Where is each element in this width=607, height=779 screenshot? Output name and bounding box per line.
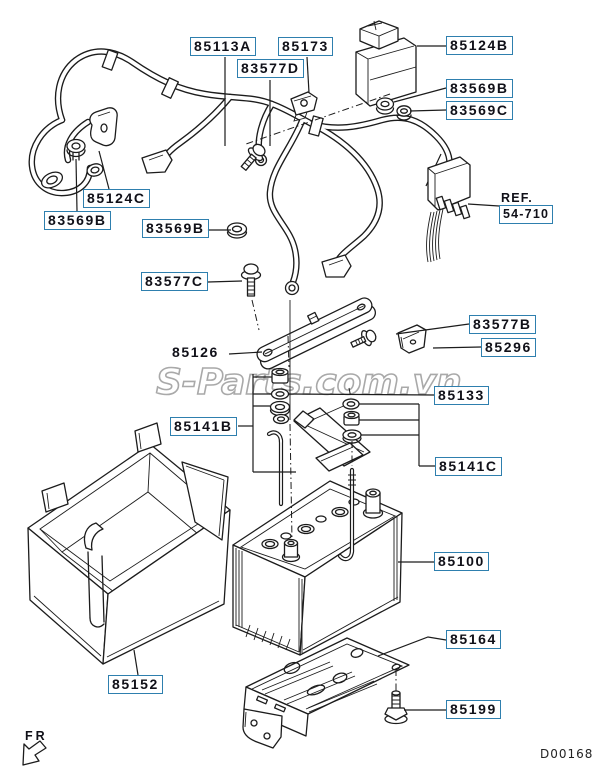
front-marker-label: FR <box>25 729 48 743</box>
ref-label: REF. <box>501 191 533 205</box>
part-callout-85113a[interactable]: 85113A <box>190 37 256 56</box>
part-callout-83569c[interactable]: 83569C <box>446 101 513 120</box>
part-callout-85173[interactable]: 85173 <box>278 37 333 56</box>
bolt-83577d-drawing <box>240 143 266 171</box>
bracket-85296-drawing <box>350 324 427 354</box>
fusible-link-box-drawing <box>355 20 417 107</box>
ref-connector-drawing <box>425 153 471 263</box>
battery-terminal-drawing <box>290 91 318 122</box>
small-fasteners-drawing <box>66 107 266 297</box>
part-callout-85133[interactable]: 85133 <box>434 386 489 405</box>
battery-box-drawing <box>27 422 231 665</box>
part-callout-85100[interactable]: 85100 <box>434 552 489 571</box>
battery-drawing <box>232 480 403 656</box>
part-callout-83577d[interactable]: 83577D <box>237 59 304 78</box>
part-callout-85164[interactable]: 85164 <box>446 630 501 649</box>
part-callout-85124b[interactable]: 85124B <box>446 36 513 55</box>
battery-tray-drawing <box>242 637 410 749</box>
part-callout-85141c[interactable]: 85141C <box>435 457 502 476</box>
part-callout-83569b-3[interactable]: 83569B <box>142 219 209 238</box>
watermark: S-Parts.com.vn <box>155 361 462 404</box>
part-callout-85152[interactable]: 85152 <box>108 675 163 694</box>
center-lines <box>245 93 391 541</box>
part-callout-83577b[interactable]: 83577B <box>469 315 536 334</box>
part-callout-85141b[interactable]: 85141B <box>170 417 237 436</box>
part-callout-85199[interactable]: 85199 <box>446 700 501 719</box>
part-callout-85124c[interactable]: 85124C <box>83 189 150 208</box>
part-callout-85296[interactable]: 85296 <box>481 338 536 357</box>
hold-down-plate-drawing <box>256 297 377 370</box>
harness-connector <box>321 254 352 278</box>
part-callout-83569b[interactable]: 83569B <box>446 79 513 98</box>
harness-connector <box>141 149 173 174</box>
part-callout-83577c[interactable]: 83577C <box>141 272 208 291</box>
bolt-85199-drawing <box>384 690 408 725</box>
washers-and-rods-drawing <box>266 367 371 562</box>
ref-section-callout[interactable]: 54-710 <box>499 205 554 224</box>
front-direction-arrow <box>22 740 47 766</box>
drawing-code: D00168 <box>540 747 594 761</box>
bolt-83577c-drawing <box>240 263 262 297</box>
part-callout-83569b-2[interactable]: 83569B <box>44 211 111 230</box>
part-callout-85126: 85126 <box>172 344 219 360</box>
leader-lines <box>75 45 500 711</box>
